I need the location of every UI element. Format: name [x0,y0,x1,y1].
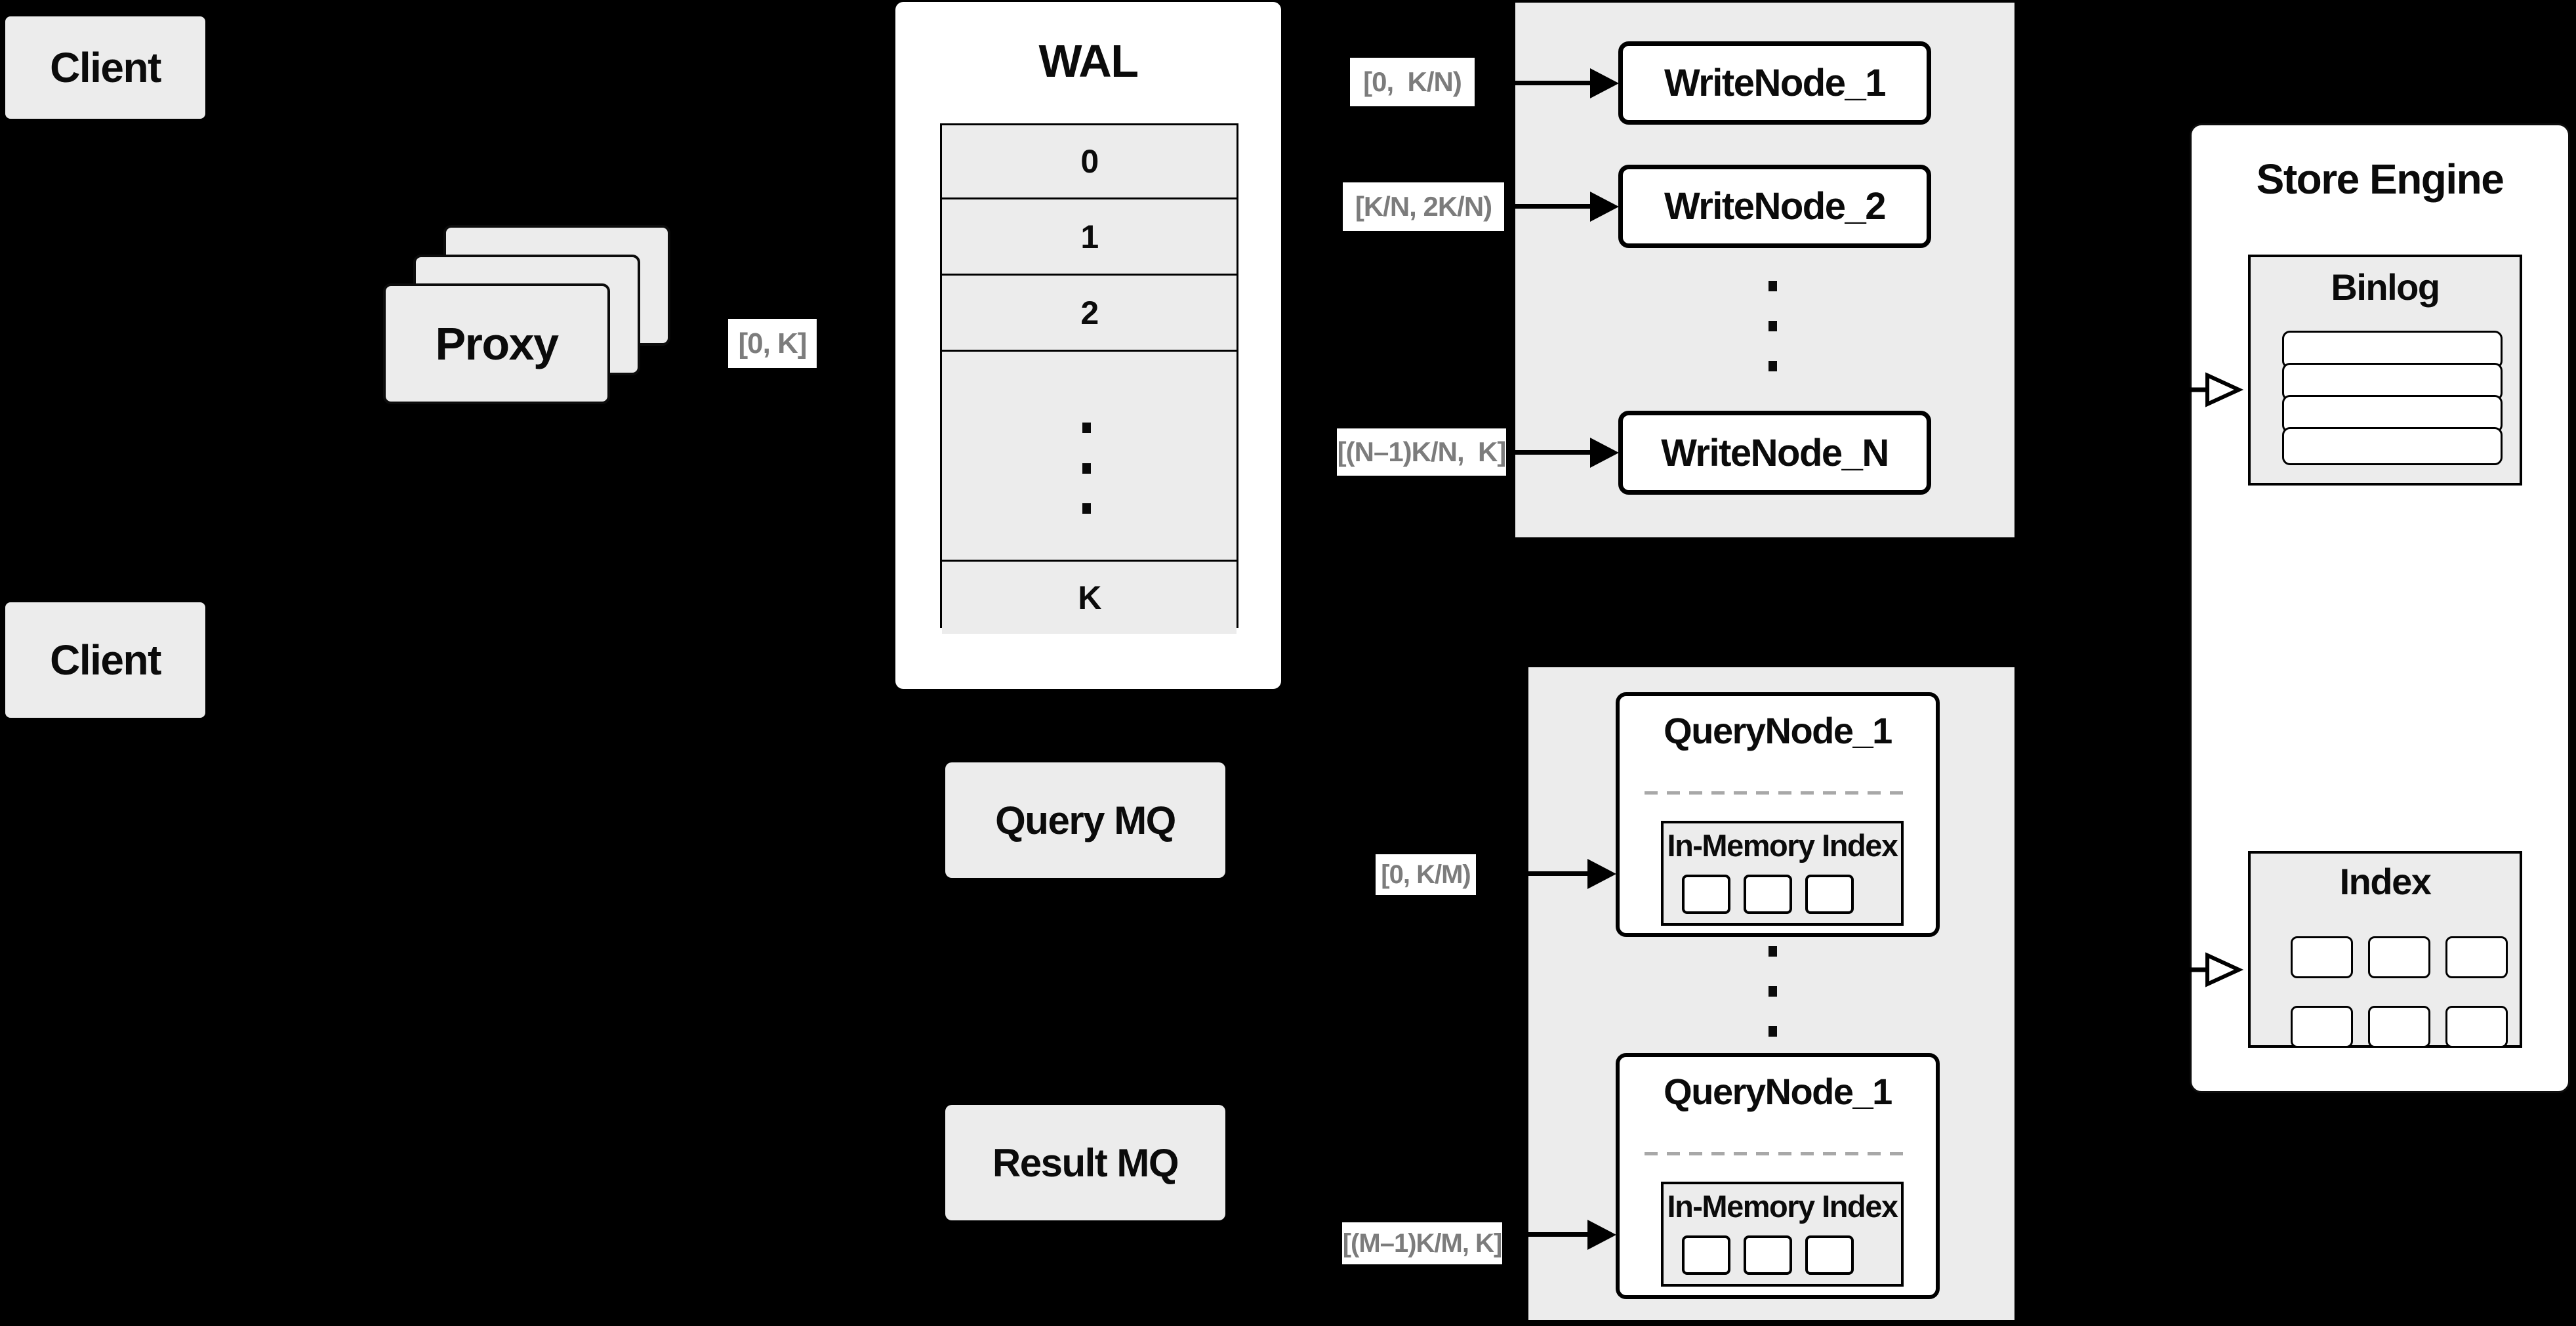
index-title: Index [2339,861,2432,902]
vertical-ellipsis-icon [1768,361,1777,371]
index-segment [2368,936,2430,978]
write-node-1-label: WriteNode_1 [1664,62,1886,104]
range-chip-write-n: [(N–1)K/N, K] [1337,428,1506,476]
wal-title: WAL [1038,35,1139,87]
binlog-segment [2282,363,2503,401]
query-node-1: QueryNode_1 In-Memory Index [1616,692,1940,937]
memory-segment [1682,875,1730,914]
binlog-segment [2282,395,2503,433]
arrow-line [1515,450,1594,455]
index-segment [2368,1006,2430,1048]
wal-table: 0 1 2 K [940,123,1238,634]
client-bottom-label: Client [50,636,161,684]
binlog-title: Binlog [2331,266,2440,308]
vertical-ellipsis-icon [1768,321,1777,331]
vertical-ellipsis-icon [1768,1026,1777,1037]
right-arrow-icon [1587,859,1616,889]
right-arrow-icon [1590,68,1619,98]
arrow-line [1515,81,1594,85]
client-box-bottom: Client [5,602,205,718]
client-box-top: Client [5,16,205,119]
proxy-label: Proxy [435,318,559,369]
write-node-1: WriteNode_1 [1618,41,1931,125]
memory-segment [1744,875,1792,914]
vertical-ellipsis-icon [1768,281,1777,291]
write-node-2: WriteNode_2 [1618,165,1931,248]
query-node-2: QueryNode_1 In-Memory Index [1616,1053,1940,1299]
wal-row-2: 2 [942,274,1237,350]
vertical-ellipsis-icon [1082,463,1091,474]
vertical-ellipsis-icon [1768,986,1777,997]
client-top-label: Client [50,44,161,91]
range-chip-query-1: [0, K/M) [1376,854,1476,895]
in-memory-index-title: In-Memory Index [1667,827,1898,863]
wal-row-1: 1 [942,197,1237,274]
range-chip-write-2: [K/N, 2K/N) [1343,182,1504,231]
vertical-ellipsis-icon [1082,503,1091,514]
wal-row-ellipsis [942,350,1237,560]
index-segment [2445,936,2508,978]
write-node-n-label: WriteNode_N [1661,431,1889,474]
right-arrow-icon [1590,438,1619,468]
store-engine-title: Store Engine [2256,155,2504,203]
arrow-line [1528,871,1591,876]
memory-segment [1805,1235,1854,1275]
in-memory-index-title-wrap: In-Memory Index [1664,823,1901,867]
query-mq-box: Query MQ [945,762,1225,878]
wal-row-k-label: K [1078,579,1101,616]
write-node-n: WriteNode_N [1618,411,1931,495]
range-chip-write-1: [0, K/N) [1350,58,1475,106]
range-chip-proxy-wal: [0, K] [728,319,817,368]
query-node-1-title: QueryNode_1 [1664,710,1892,751]
hollow-right-arrow-icon [2161,372,2244,407]
binlog-segment [2282,427,2503,465]
wal-row-0-label: 0 [1080,143,1099,180]
wal-row-1-label: 1 [1080,218,1099,255]
arrow-line [1528,1232,1591,1237]
wal-row-2-label: 2 [1080,294,1099,331]
index-segment [2291,1006,2353,1048]
dashed-divider [1645,791,1911,795]
binlog-box: Binlog [2248,255,2522,486]
right-arrow-icon [1590,192,1619,222]
query-node-2-title: QueryNode_1 [1664,1071,1892,1112]
range-chip-query-m: [(M–1)K/M, K] [1342,1222,1502,1264]
memory-segment [1682,1235,1730,1275]
result-mq-box: Result MQ [945,1105,1225,1220]
dashed-divider [1645,1152,1911,1155]
result-mq-label: Result MQ [992,1140,1179,1185]
query-node-2-title-wrap: QueryNode_1 [1620,1057,1936,1126]
query-node-1-title-wrap: QueryNode_1 [1620,696,1936,765]
index-segment [2291,936,2353,978]
arrow-line [1515,204,1594,209]
in-memory-index-title-wrap: In-Memory Index [1664,1184,1901,1228]
wal-row-k: K [942,560,1237,634]
vertical-ellipsis-icon [1082,423,1091,433]
index-segment [2445,1006,2508,1048]
index-title-wrap: Index [2251,854,2520,909]
wal-title-wrap: WAL [895,33,1281,89]
store-engine-title-wrap: Store Engine [2190,151,2570,207]
right-arrow-icon [1587,1220,1616,1250]
in-memory-index-box: In-Memory Index [1661,821,1904,926]
index-box: Index [2248,851,2522,1048]
in-memory-index-title: In-Memory Index [1667,1188,1898,1224]
binlog-title-wrap: Binlog [2251,257,2520,316]
query-mq-label: Query MQ [995,798,1176,842]
hollow-right-arrow-icon [2161,952,2244,987]
memory-segment [1744,1235,1792,1275]
write-node-2-label: WriteNode_2 [1664,185,1886,228]
memory-segment [1805,875,1854,914]
wal-row-0: 0 [942,125,1237,197]
in-memory-index-box: In-Memory Index [1661,1182,1904,1287]
proxy-card-front: Proxy [383,283,610,404]
vertical-ellipsis-icon [1768,946,1777,957]
